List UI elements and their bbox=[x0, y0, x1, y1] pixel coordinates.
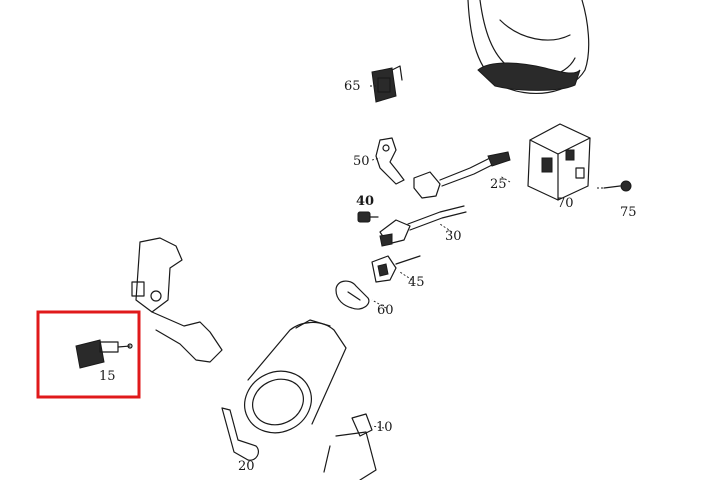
callout-75: 75 bbox=[620, 205, 637, 220]
callout-50: 50 bbox=[353, 154, 370, 169]
part-70 bbox=[527, 123, 591, 201]
pedal-bracket bbox=[131, 237, 223, 363]
callout-25: 25 bbox=[490, 177, 507, 192]
callout-40: 40 bbox=[356, 194, 374, 209]
part-40 bbox=[357, 211, 379, 223]
highlight-box-part-15 bbox=[36, 310, 141, 399]
callout-70: 70 bbox=[557, 196, 574, 211]
part-75 bbox=[603, 180, 632, 192]
part-20 bbox=[221, 407, 260, 461]
callout-30: 30 bbox=[445, 229, 462, 244]
part-60 bbox=[335, 280, 370, 310]
callout-20: 20 bbox=[238, 459, 255, 474]
callout-15: 15 bbox=[99, 369, 116, 384]
steering-wheel bbox=[467, 0, 590, 95]
callout-labels: 65 50 25 70 75 40 30 45 60 15 10 20 bbox=[99, 79, 637, 474]
part-15 bbox=[75, 339, 133, 369]
part-10 bbox=[323, 413, 377, 480]
part-45 bbox=[371, 255, 421, 283]
part-50 bbox=[375, 137, 405, 185]
part-65 bbox=[371, 65, 403, 103]
part-30 bbox=[379, 205, 467, 247]
part-25 bbox=[413, 151, 511, 199]
steering-column bbox=[244, 319, 347, 434]
callout-10: 10 bbox=[376, 420, 393, 435]
callout-45: 45 bbox=[408, 275, 425, 290]
callout-65: 65 bbox=[344, 79, 361, 94]
leader-lines bbox=[370, 85, 603, 429]
callout-60: 60 bbox=[377, 303, 394, 318]
